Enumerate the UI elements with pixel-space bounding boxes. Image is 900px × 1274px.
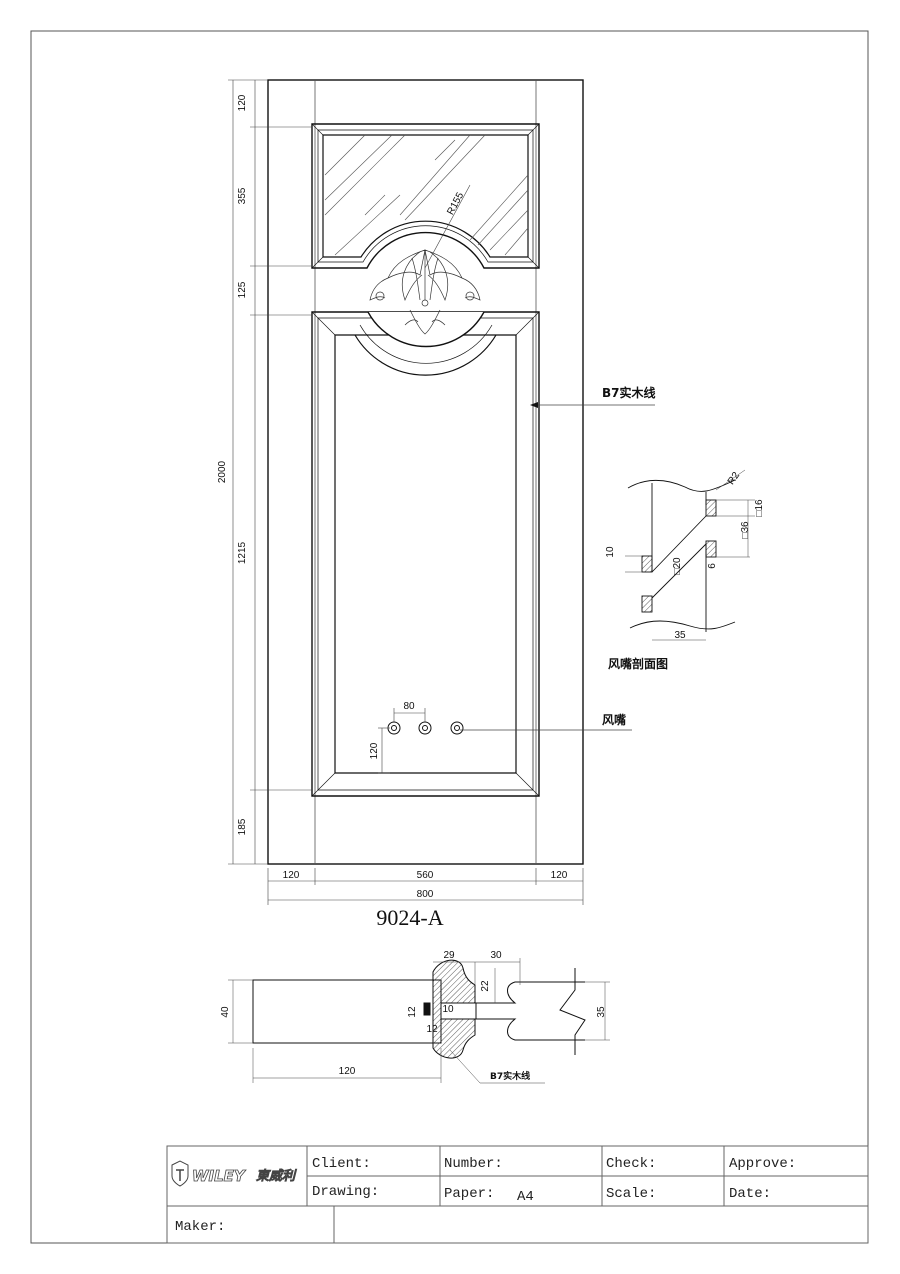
title-block: [166, 1145, 869, 1244]
section-22-label: 22: [480, 980, 491, 992]
radius-label: R155: [445, 190, 466, 217]
dim-left-stile: 120: [283, 870, 300, 881]
date-label: Date:: [729, 1186, 771, 1202]
section-35-label: 35: [596, 1006, 607, 1018]
dim-top-rail: 120: [237, 94, 248, 111]
vent-section-title: 风嘴剖面图: [608, 656, 668, 671]
dim-bottom-rail: 185: [237, 818, 248, 835]
dim-mid-rail: 125: [237, 281, 248, 298]
vent-section-detail: [625, 469, 755, 641]
door-elevation: [267, 79, 655, 865]
radius-leader: [424, 184, 471, 269]
client-label: Client:: [312, 1156, 371, 1172]
vent-section-hatch: [641, 555, 653, 573]
approve-label: Approve:: [729, 1156, 796, 1172]
section-callout: B7实木线: [490, 1070, 530, 1082]
vent-36-label: □36: [740, 521, 751, 539]
dim-overall-width: 800: [417, 889, 434, 900]
dim-overall-height: 2000: [217, 460, 228, 483]
vent-3: [450, 721, 464, 735]
section-10-label: 10: [442, 1004, 454, 1015]
left-dimension-lines: [228, 79, 584, 905]
door-outline: [267, 79, 584, 865]
section-30-label: 30: [490, 950, 502, 961]
dim-right-stile: 120: [551, 870, 568, 881]
vent-10-label: 10: [605, 546, 616, 558]
dim-glass-height: 355: [237, 187, 248, 204]
cross-section-detail: [228, 958, 610, 1084]
section-12b-label: 12: [426, 1024, 438, 1035]
molding-callout: B7实木线: [602, 385, 656, 400]
logo-cn-text: 東威利: [256, 1168, 297, 1184]
vent-20-label: □20: [672, 557, 683, 575]
vent-r2-label: R2: [726, 470, 743, 487]
glass-panel: [311, 123, 540, 269]
drawing-label: Drawing:: [312, 1184, 379, 1200]
vent-2: [418, 721, 432, 735]
glass-hatch: [324, 134, 529, 256]
dim-panel-height: 1215: [237, 541, 248, 564]
raised-panel: [311, 311, 540, 797]
paper-label: Paper:: [444, 1186, 494, 1202]
section-thickness-label: 40: [220, 1006, 231, 1018]
scale-label: Scale:: [606, 1186, 656, 1202]
carved-ornament: [369, 249, 481, 335]
maker-label: Maker:: [175, 1219, 225, 1235]
vents: [387, 721, 464, 735]
shield-logo-icon: [171, 1160, 189, 1187]
check-label: Check:: [606, 1156, 656, 1172]
vent-16-label: □16: [754, 499, 765, 517]
model-title: 9024-A: [376, 905, 443, 930]
section-width-label: 120: [339, 1066, 356, 1077]
number-label: Number:: [444, 1156, 503, 1172]
vent-6-label: 6: [707, 563, 718, 569]
dim-panel-width: 560: [417, 870, 434, 881]
vent-height-label: 120: [369, 742, 380, 759]
paper-value: A4: [517, 1189, 534, 1205]
logo-text: WILEY: [192, 1167, 247, 1185]
section-12a-label: 12: [407, 1006, 418, 1018]
company-logo: WILEY 東威利: [171, 1160, 297, 1187]
vent-35-label: 35: [674, 630, 686, 641]
vent-callout: 风嘴: [602, 712, 626, 727]
section-29-label: 29: [443, 950, 455, 961]
vent-spacing-label: 80: [403, 701, 415, 712]
